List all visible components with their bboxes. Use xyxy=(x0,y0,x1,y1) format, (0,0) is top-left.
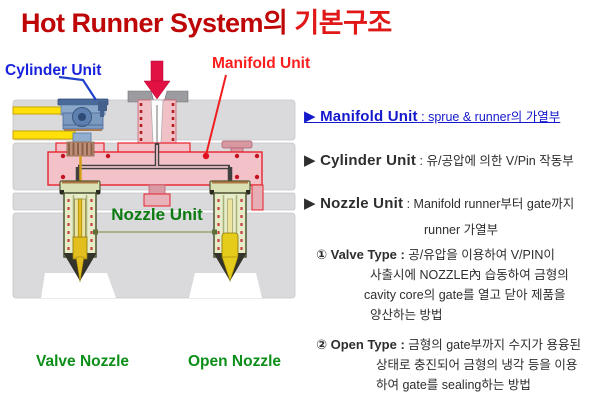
manifold-unit-label: Manifold Unit xyxy=(212,55,311,72)
open-type-line2: 상태로 충진되어 금형의 냉각 등을 이용 xyxy=(376,358,578,372)
valve-type-heading: ① Valve Type : xyxy=(316,247,405,262)
manifold-pointer-line xyxy=(205,74,227,156)
manifold-block xyxy=(47,140,264,211)
valve-type-line2: 사출시에 NOZZLE內 습동하여 금형의 xyxy=(370,268,569,282)
open-type-description: ② Open Type : 금형의 gate부까지 수지가 용융된 상태로 충진… xyxy=(304,335,581,395)
locating-ring xyxy=(127,90,189,103)
cylinder-unit-label: Cylinder Unit xyxy=(5,62,102,79)
valve-nozzle xyxy=(59,180,101,283)
label-pointers xyxy=(58,74,227,235)
nozzle-unit-label: Nozzle Unit xyxy=(111,205,203,224)
manifold-description-text: : sprue & runner의 가열부 xyxy=(417,110,561,124)
cavity-notch-left xyxy=(41,273,116,298)
valve-type-line4: 양산하는 방법 xyxy=(370,308,443,322)
cylinder-pointer-line xyxy=(58,75,97,101)
nozzle-description-heading: ▶ Nozzle Unit xyxy=(304,195,404,212)
valve-type-description: ① Valve Type : 공/유압을 이용하여 V/PIN이 사출시에 NO… xyxy=(304,245,569,325)
hot-runner-diagram: Cylinder Unit Manifold Unit Nozzle Unit … xyxy=(0,55,310,405)
cylinder-description: ▶ Cylinder Unit : 유/공압에 의한 V/Pin 작동부 xyxy=(304,150,574,170)
nozzle-description: ▶ Nozzle Unit : Manifold runner부터 gate까지… xyxy=(304,194,574,238)
valve-type-line1: 공/유압을 이용하여 V/PIN이 xyxy=(404,248,555,262)
page-title: Hot Runner System의 기본구조 xyxy=(21,1,392,40)
manifold-screws xyxy=(60,153,260,180)
page-title-accent: 기본구조 xyxy=(294,8,392,38)
open-type-heading: ② Open Type : xyxy=(316,337,405,352)
hot-runner-diagram-drawing xyxy=(12,60,296,299)
cylinder-description-text: : 유/공압에 의한 V/Pin 작동부 xyxy=(416,154,574,168)
cavity-notch-right xyxy=(189,273,262,298)
sprue-bushing xyxy=(137,99,177,146)
cylinder-unit xyxy=(57,98,109,144)
valve-type-line3: cavity core의 gate를 열고 닫아 제품을 xyxy=(364,288,566,302)
manifold-description: ▶ Manifold Unit : sprue & runner의 가열부 xyxy=(304,106,560,126)
manifold-pointer-dot xyxy=(202,152,210,160)
description-panel: ▶ Manifold Unit : sprue & runner의 가열부 ▶ … xyxy=(304,0,602,410)
open-nozzle-label: Open Nozzle xyxy=(188,353,282,370)
valve-nozzle-label: Valve Nozzle xyxy=(36,353,130,370)
open-type-line3: 하여 gate를 sealing하는 방법 xyxy=(376,378,531,392)
nozzle-description-text: : Manifold runner부터 gate까지 xyxy=(403,197,575,211)
page-title-main: Hot Runner System의 xyxy=(21,8,295,38)
manifold-description-heading: ▶ Manifold Unit xyxy=(304,108,418,125)
melt-inlet-arrow-icon xyxy=(143,60,171,100)
cylinder-description-heading: ▶ Cylinder Unit xyxy=(304,152,417,169)
nozzle-description-text2: runner 가열부 xyxy=(424,223,499,237)
open-nozzle xyxy=(209,180,251,282)
valve-pin-assembly xyxy=(66,141,95,185)
open-type-line1: 금형의 gate부까지 수지가 용융된 xyxy=(404,338,582,352)
